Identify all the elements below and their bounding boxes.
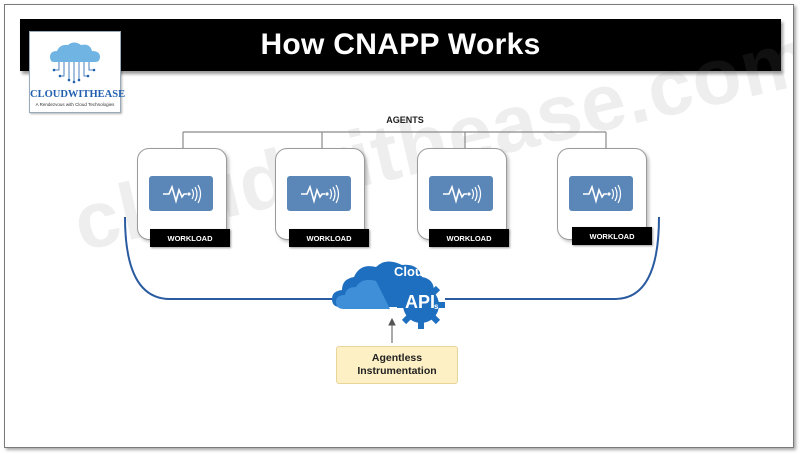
agent-card-2 [275, 148, 365, 240]
pulse-wave-icon [163, 184, 202, 204]
agentless-line1: Agentless [371, 352, 423, 364]
pulse-wave-icon [583, 184, 622, 204]
connector-lines [124, 131, 660, 343]
agent-card-1 [137, 148, 227, 240]
api-suffix: s [434, 302, 439, 311]
workload-label-4: WORKLOAD [572, 227, 652, 245]
agent-card-4 [557, 148, 647, 240]
pulse-wave-icon [443, 184, 482, 204]
agent-box [569, 176, 633, 211]
logo-name: CLOUDWITHEASE [30, 89, 126, 100]
slide-frame: How CNAPP Works CLOUDWITHEASE A Rendezvo… [4, 4, 794, 448]
logo-tagline: A Rendezvous with Cloud Technologies [35, 102, 115, 107]
agentless-line2: Instrumentation [357, 365, 437, 377]
gear-icon [397, 281, 445, 329]
agent-box [429, 176, 493, 211]
agentless-instrumentation-box: Agentless Instrumentation [336, 346, 458, 384]
cloud-label: Cloud [394, 264, 431, 279]
api-label: API [405, 292, 436, 312]
agents-label: AGENTS [386, 115, 424, 125]
workload-label-1: WORKLOAD [150, 229, 230, 247]
logo: CLOUDWITHEASE A Rendezvous with Cloud Te… [29, 31, 126, 113]
page-title: How CNAPP Works [260, 28, 541, 61]
workload-label-2: WORKLOAD [289, 229, 369, 247]
agent-box [287, 176, 351, 211]
agent-box [149, 176, 213, 211]
title-bar: How CNAPP Works [20, 19, 781, 71]
workload-label-3: WORKLOAD [429, 229, 509, 247]
agent-card-3 [417, 148, 507, 240]
circuit-cloud-icon [50, 42, 100, 84]
pulse-wave-icon [301, 184, 340, 204]
